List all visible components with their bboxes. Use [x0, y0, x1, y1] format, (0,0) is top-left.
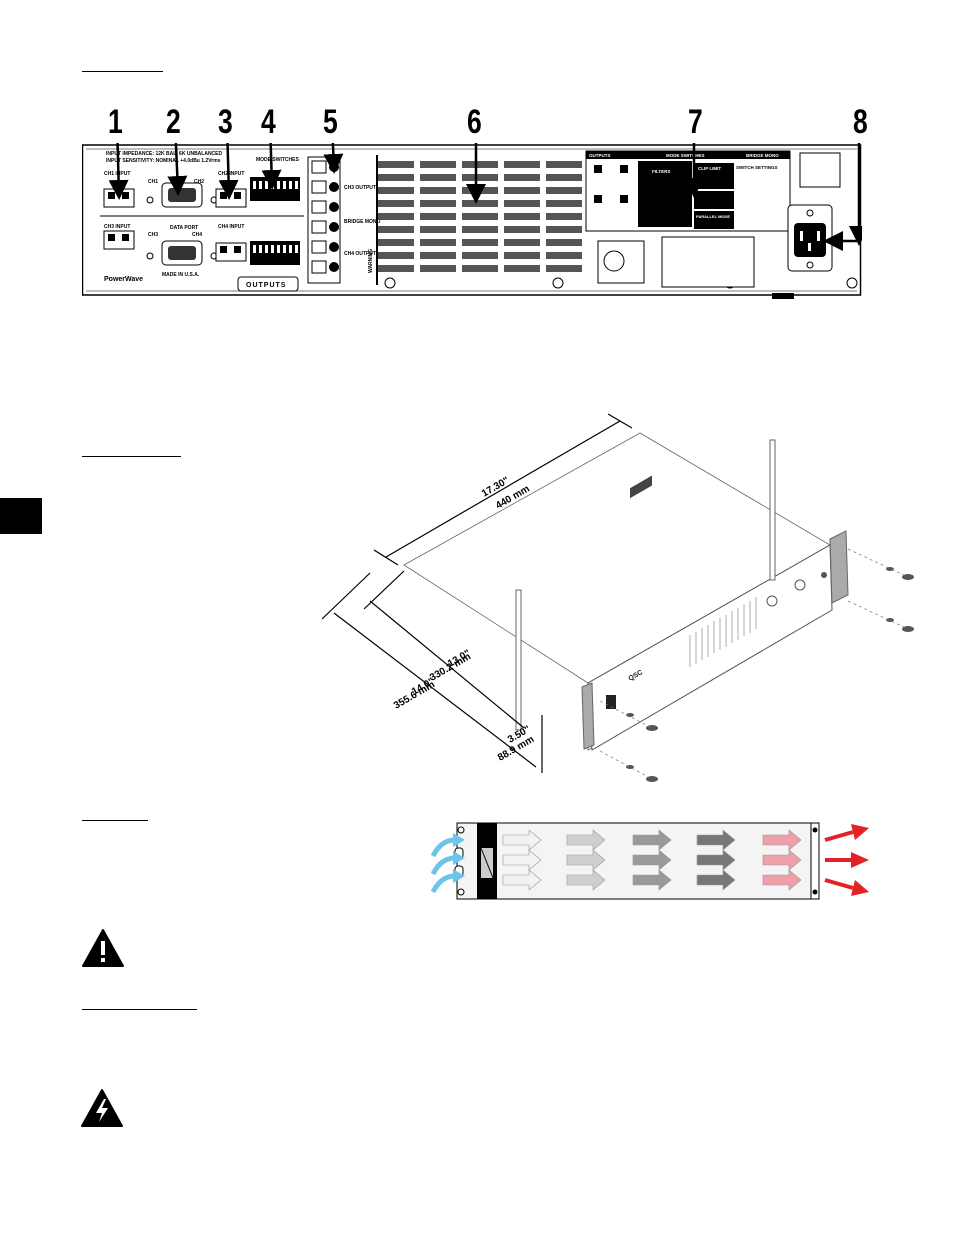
- section-heading-rule-cooling: [82, 820, 148, 821]
- callout-number-7: 7: [688, 103, 703, 141]
- sheet-clip-limit-label: CLIP LIMIT: [698, 166, 721, 171]
- chapter-side-tab: [0, 498, 42, 534]
- ventilation-grille: [378, 161, 582, 272]
- mode-switch-bank-1: [250, 177, 300, 201]
- exhaust-airflow-arrows: [824, 824, 869, 896]
- ch2-port-label: CH2: [194, 179, 204, 185]
- depth1-dimension-line: [369, 600, 525, 729]
- iec-power-inlet: [794, 223, 826, 257]
- ch3-port-label: CH3: [148, 232, 158, 238]
- power-switch: [606, 695, 616, 709]
- ch2-input-label: CH2 INPUT: [218, 171, 244, 177]
- ch4-input-label: CH4 INPUT: [218, 224, 244, 230]
- serial-label-area: [661, 236, 755, 288]
- sheet-switch-settings-label: SWITCH SETTINGS: [736, 165, 778, 170]
- certification-badge: [597, 240, 645, 284]
- input-sensitivity-text: INPUT SENSITIVITY: NOMINAL +4.0dBu 1.2Vr…: [106, 158, 221, 164]
- internal-airflow-arrows: [502, 829, 802, 891]
- rack-ear-left: [581, 682, 595, 750]
- rear-panel-diagram: INPUT IMPEDANCE: 12K BAL. 6K UNBALANCED …: [82, 143, 862, 299]
- callout-number-5: 5: [323, 103, 338, 141]
- rack-rail-left: [515, 589, 522, 731]
- front-logo-badge: [630, 475, 652, 499]
- sheet-outputs-label: OUTPUTS: [589, 153, 611, 158]
- brand-logo-text: PowerWave: [104, 276, 143, 283]
- ch1-port-label: CH1: [148, 179, 158, 185]
- rack-rail-right: [769, 439, 776, 581]
- intake-airflow-arrows: [430, 837, 456, 894]
- mode-switch-bank-2: [250, 241, 300, 265]
- mode-switches-label: MODE SWITCHES: [256, 157, 299, 163]
- callout-number-6: 6: [467, 103, 482, 141]
- callout-number-1: 1: [108, 103, 123, 141]
- made-in-text: MADE IN U.S.A.: [162, 272, 200, 278]
- width-dimension-line: [385, 420, 621, 558]
- sheet-filters-label: FILTERS: [652, 169, 670, 174]
- depth2-mm: 355.6 mm: [392, 679, 437, 711]
- ch4-output-label: CH4 OUTPUT: [344, 251, 376, 257]
- electrical-hazard-icon: [81, 1089, 123, 1127]
- ch3-output-label: CH3 OUTPUT: [344, 185, 376, 191]
- dimensions-diagram: QSC 17.30" 440 mm 13.0" 330.2 mm 14.0" 3…: [321, 413, 914, 782]
- bridge-mono-label: BRIDGE MONO: [344, 219, 381, 225]
- section-heading-rule-mounting: [82, 456, 181, 457]
- callout-number-4: 4: [261, 103, 276, 141]
- rack-ear-right: [829, 530, 849, 604]
- caution-warning-icon: [82, 929, 124, 967]
- callout-number-2: 2: [166, 103, 181, 141]
- sheet-mode-switches-label: MODE SWITCHES: [666, 153, 705, 158]
- warning-label: WARNING: [368, 249, 374, 273]
- section-heading-rule-safety: [82, 1009, 197, 1010]
- data-port-label: DATA PORT: [170, 225, 198, 231]
- section-heading-rule-rear-panel: [82, 71, 163, 72]
- ch4-port-label: CH4: [192, 232, 202, 238]
- depth1-mm: 330.2 mm: [428, 651, 473, 683]
- ch3-input-label: CH3 INPUT: [104, 224, 130, 230]
- airflow-diagram: [430, 822, 869, 900]
- sheet-parallel-mode-label: PARALLEL MODE: [696, 214, 730, 219]
- outputs-label: OUTPUTS: [246, 282, 286, 289]
- callout-number-3: 3: [218, 103, 233, 141]
- sheet-bridge-mono-label: BRIDGE MONO: [746, 153, 779, 158]
- depth2-dimension-line: [333, 612, 537, 768]
- input-impedance-text: INPUT IMPEDANCE: 12K BAL. 6K UNBALANCED: [106, 151, 223, 157]
- callout-number-8: 8: [853, 103, 868, 141]
